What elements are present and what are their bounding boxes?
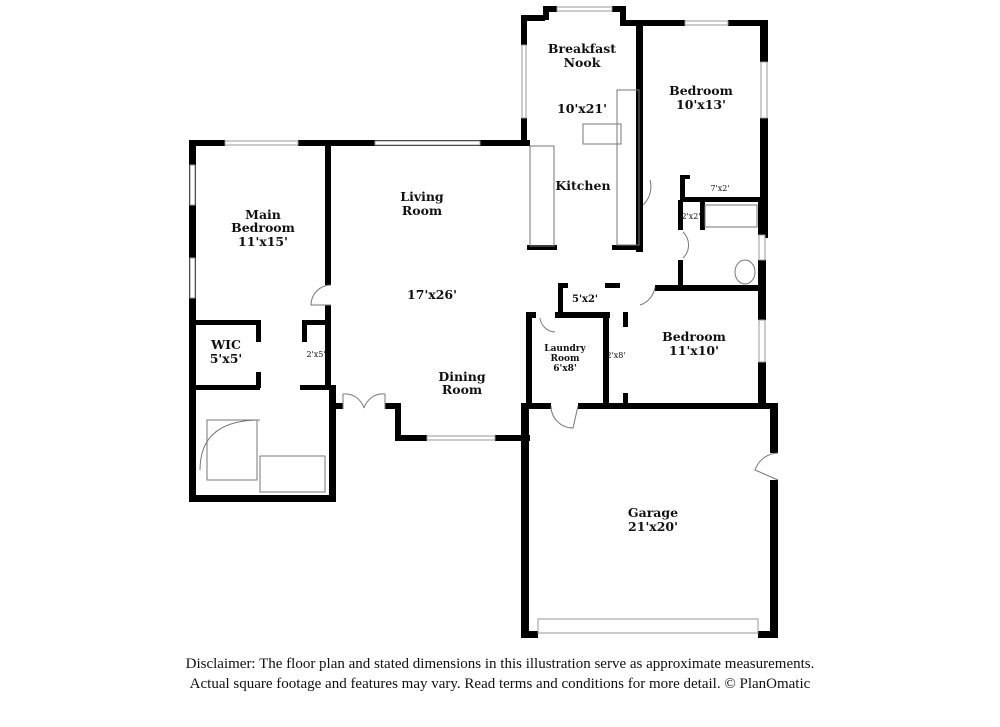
laundry-label-line2: Room [550, 354, 579, 364]
bedroom-1-label: Bedroom [669, 83, 733, 98]
breakfast-nook-size: 10'x21' [557, 101, 607, 116]
main-bedroom-size: 11'x15' [238, 234, 288, 249]
bedroom-2-size: 11'x10' [669, 343, 719, 358]
kitchen-label: Kitchen [555, 178, 610, 193]
breakfast-nook-label-line1: Breakfast [548, 41, 616, 56]
living-room-label-line2: Room [402, 203, 442, 218]
linen-closet-size: 2'x2' [681, 212, 700, 221]
windows [189, 6, 768, 441]
main-bedroom-label-line1: Main [245, 207, 281, 222]
room-labels: Breakfast Nook 10'x21' Kitchen Bedroom 1… [210, 41, 733, 534]
bedroom-2-label: Bedroom [662, 329, 726, 344]
living-room-label-line1: Living [400, 189, 444, 204]
bedroom-1-size: 10'x13' [676, 97, 726, 112]
garage-label: Garage [628, 505, 678, 520]
disclaimer-line-2: Actual square footage and features may v… [189, 676, 811, 692]
wic-size: 5'x5' [210, 351, 243, 366]
bedroom-closet-size: 2'x8' [606, 351, 625, 360]
garage-size: 21'x20' [628, 519, 678, 534]
laundry-size: 6'x8' [553, 364, 576, 374]
wic-closet-2-size: 2'x5' [306, 350, 325, 359]
doors [199, 179, 779, 493]
walls [189, 6, 778, 638]
laundry-label-line1: Laundry [544, 344, 586, 354]
living-dining-size: 17'x26' [407, 287, 457, 302]
main-bedroom-label-line2: Bedroom [231, 220, 295, 235]
disclaimer-line-1: Disclaimer: The floor plan and stated di… [185, 656, 815, 672]
hall-closet-size: 7'x2' [710, 184, 729, 193]
closet-5x2-size: 5'x2' [572, 294, 598, 305]
dining-room-label-line1: Dining [438, 369, 486, 384]
breakfast-nook-label-line2: Nook [564, 55, 601, 70]
wic-label: WIC [210, 337, 241, 352]
dining-room-label-line2: Room [442, 382, 482, 397]
